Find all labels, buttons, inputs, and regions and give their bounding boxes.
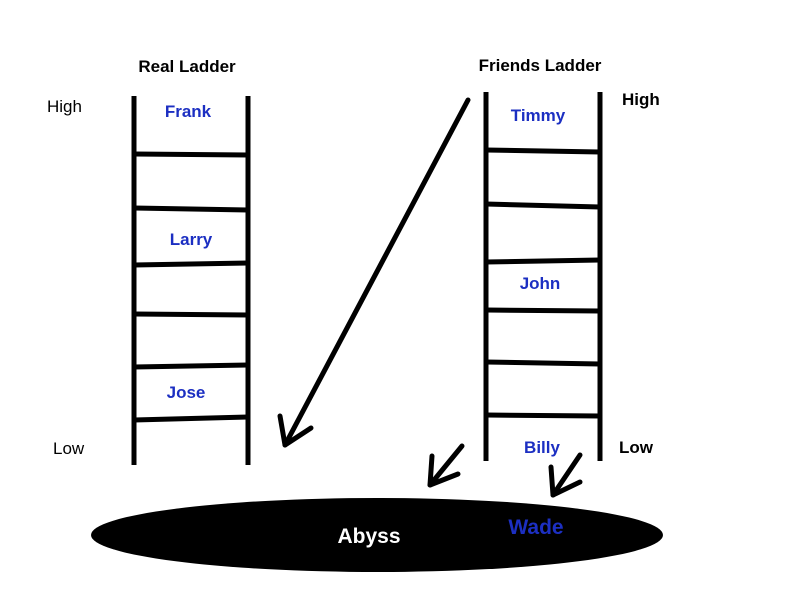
real-ladder-rung	[133, 260, 249, 268]
real-ladder-low-label: Low	[53, 439, 85, 458]
friends-ladder-high-label: High	[622, 90, 660, 109]
friends-ladder-rung	[485, 412, 601, 419]
friends-ladder-name-billy: Billy	[524, 438, 560, 457]
short-arrow-head-icon	[427, 453, 461, 488]
diagonal-arrow-shaft	[282, 97, 471, 448]
real-ladder-rung	[133, 151, 249, 158]
friends-ladder-rung	[485, 147, 601, 155]
abyss-fallen-name-wade: Wade	[508, 516, 563, 539]
friends-ladder: Friends Ladder High Low Timmy John Billy	[479, 56, 660, 461]
real-ladder: Real Ladder High Low Frank Larry Jose	[47, 57, 251, 465]
real-ladder-rung	[133, 362, 249, 370]
abyss-label: Abyss	[337, 525, 400, 548]
short-arrow-to-abyss	[427, 443, 465, 488]
real-ladder-rung	[133, 311, 249, 318]
real-ladder-title: Real Ladder	[138, 57, 236, 76]
real-ladder-name-jose: Jose	[167, 383, 206, 402]
friends-ladder-title: Friends Ladder	[479, 56, 602, 75]
abyss: Abyss Wade	[91, 498, 663, 572]
friends-ladder-rung	[485, 359, 601, 367]
real-ladder-name-larry: Larry	[170, 230, 213, 249]
friends-ladder-name-timmy: Timmy	[511, 106, 566, 125]
friends-ladder-name-john: John	[520, 274, 561, 293]
friends-ladder-rung	[485, 307, 601, 314]
friends-ladder-low-label: Low	[619, 438, 654, 457]
abyss-ellipse	[91, 498, 663, 572]
friends-ladder-rung	[485, 257, 601, 265]
long-diagonal-arrow	[277, 97, 471, 448]
billy-arrow-shaft	[550, 452, 583, 498]
billy-arrow-head-icon	[548, 464, 583, 498]
real-ladder-rung	[133, 205, 249, 213]
diagonal-arrow-head-icon	[277, 413, 314, 448]
real-ladder-high-label: High	[47, 97, 82, 116]
friends-ladder-rung	[485, 201, 601, 210]
real-ladder-name-frank: Frank	[165, 102, 212, 121]
real-ladder-rung	[133, 414, 249, 423]
short-arrow-shaft	[427, 443, 465, 488]
billy-arrow-to-abyss	[548, 452, 583, 498]
